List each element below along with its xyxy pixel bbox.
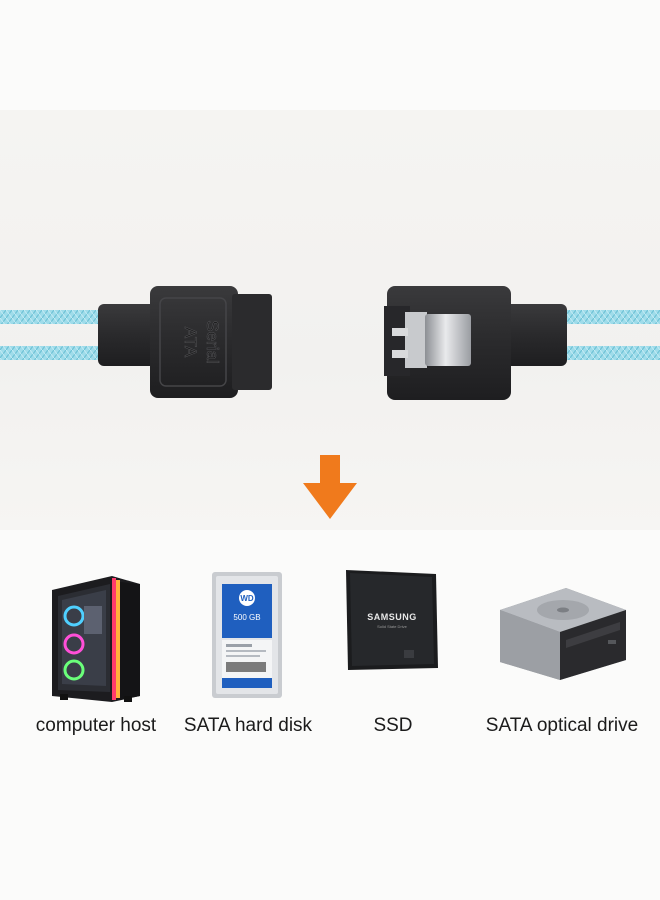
left-sata-connector: Serial ATA [98, 286, 272, 398]
right-sata-connector [384, 286, 567, 400]
hard-disk-icon: WD 500 GB [212, 572, 282, 698]
pc-tower-icon [52, 576, 140, 702]
down-arrow-icon [303, 455, 357, 519]
embossed-serial-text: Serial [203, 320, 222, 363]
hdd-capacity-text: 500 GB [233, 613, 260, 622]
ssd-model-text: Solid State Drive [377, 624, 408, 629]
sata-cable-illustration: Serial ATA [0, 286, 660, 400]
label-sata-hard-disk: SATA hard disk [183, 715, 313, 736]
metal-latch [425, 314, 471, 366]
left-cable [0, 310, 104, 360]
svg-text:WD: WD [240, 594, 254, 603]
right-cable [565, 310, 660, 360]
optical-drive-icon [500, 588, 626, 680]
label-computer-host: computer host [35, 715, 157, 736]
ssd-brand-text: SAMSUNG [367, 612, 417, 622]
ssd-icon: SAMSUNG Solid State Drive [346, 570, 438, 670]
compatible-devices: WD 500 GB SAMSUNG Solid State Drive [0, 570, 660, 710]
label-ssd: SSD [373, 715, 413, 736]
device-labels: computer host SATA hard disk SSD SATA op… [0, 715, 660, 745]
label-sata-optical-drive: SATA optical drive [485, 715, 639, 736]
embossed-ata-text: ATA [181, 327, 200, 358]
